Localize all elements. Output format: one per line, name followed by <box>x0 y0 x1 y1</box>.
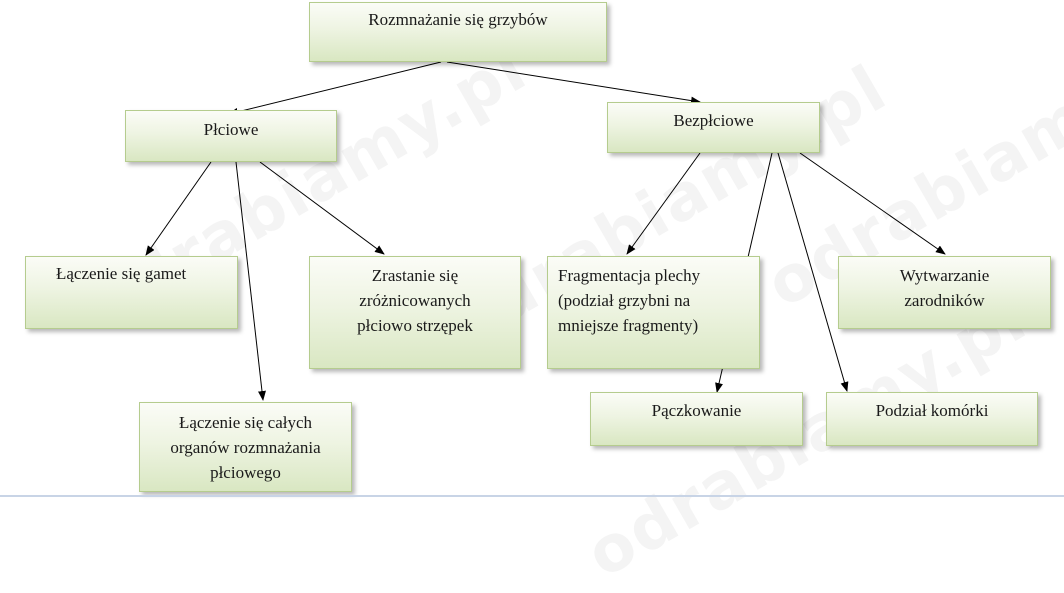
node-gametes: Łączenie się gamet <box>25 256 238 329</box>
node-organs-line-3: płciowego <box>210 463 281 482</box>
node-organs-line-2: organów rozmnażania <box>170 438 321 457</box>
node-gametes-label: Łączenie się gamet <box>56 264 187 283</box>
node-organs-line-1: Łączenie się całych <box>178 413 313 432</box>
node-spores-line-1: Wytwarzanie <box>899 266 990 285</box>
arrow-asexual-to-fragmentation <box>626 152 701 255</box>
node-asexual-label: Bezpłciowe <box>673 111 754 130</box>
node-fragmentation-line-3: mniejsze fragmenty) <box>558 316 699 335</box>
node-root: Rozmnażanie się grzybów <box>309 2 607 62</box>
node-fragmentation: Fragmentacja plechy (podział grzybni na … <box>547 256 760 369</box>
arrow-sexual-to-gametes <box>145 161 212 256</box>
node-asexual: Bezpłciowe <box>607 102 820 153</box>
node-spores: Wytwarzanie zarodników <box>838 256 1051 329</box>
node-hyphae-line-3: płciowo strzępek <box>357 316 473 335</box>
node-hyphae-line-1: Zrastanie się <box>371 266 459 285</box>
node-fragmentation-line-2: (podział grzybni na <box>558 291 691 310</box>
node-spores-line-2: zarodników <box>904 291 985 310</box>
arrow-asexual-to-spores <box>799 152 946 255</box>
node-division: Podział komórki <box>826 392 1038 446</box>
node-root-label: Rozmnażanie się grzybów <box>368 10 548 29</box>
node-budding-label: Pączkowanie <box>651 401 742 420</box>
node-hyphae: Zrastanie się zróżnicowanych płciowo str… <box>309 256 521 369</box>
node-sexual: Płciowe <box>125 110 337 162</box>
node-division-label: Podział komórki <box>875 401 989 420</box>
arrow-asexual-to-division <box>777 152 849 392</box>
arrow-root-to-asexual <box>446 61 701 105</box>
node-hyphae-line-2: zróżnicowanych <box>359 291 471 310</box>
bottom-divider <box>0 495 1064 497</box>
node-organs: Łączenie się całych organów rozmnażania … <box>139 402 352 492</box>
node-budding: Pączkowanie <box>590 392 803 446</box>
arrow-sexual-to-organs <box>235 161 266 401</box>
arrow-root-to-sexual <box>228 61 442 116</box>
arrow-sexual-to-hyphae <box>259 161 385 255</box>
node-sexual-label: Płciowe <box>203 120 259 139</box>
node-fragmentation-line-1: Fragmentacja plechy <box>558 266 701 285</box>
